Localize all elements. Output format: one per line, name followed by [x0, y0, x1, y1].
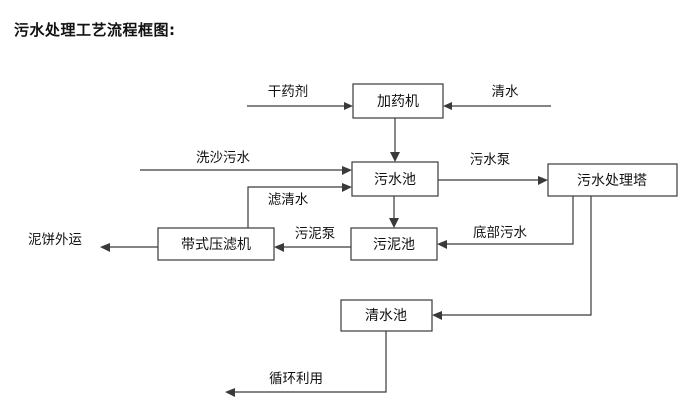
- node-belt-filter-press-label: 带式压滤机: [181, 237, 251, 253]
- edge-dry-agent-to-dosing-machine: [247, 102, 353, 110]
- node-dosing-machine-label: 加药机: [377, 94, 419, 110]
- edge-label-sand-wash-sewage: 洗沙污水: [196, 150, 250, 166]
- edge-sludge-pool-to-belt-filter: [274, 243, 351, 252]
- edge-treatment-tower-to-clear-water-pool: [432, 196, 592, 320]
- node-belt-filter-press[interactable]: 带式压滤机: [157, 227, 275, 261]
- node-clear-water-pool-label: 清水池: [365, 308, 407, 324]
- edge-sewage-pool-to-sludge-pool: [389, 196, 399, 228]
- edge-belt-filter-to-mud-cake-out: [100, 243, 158, 252]
- node-treatment-tower-label: 污水处理塔: [577, 173, 647, 189]
- edge-sewage-pool-to-treatment-tower: [438, 176, 548, 185]
- node-sewage-pool[interactable]: 污水池: [351, 161, 439, 197]
- edge-dosing-machine-to-sewage-pool: [390, 118, 400, 162]
- edge-label-mud-cake-out: 泥饼外运: [28, 232, 82, 248]
- page-title: 污水处理工艺流程框图:: [14, 21, 176, 39]
- node-treatment-tower[interactable]: 污水处理塔: [547, 163, 678, 197]
- node-clear-water-pool[interactable]: 清水池: [340, 299, 433, 332]
- edge-label-sewage-pump: 污水泵: [470, 152, 511, 168]
- edge-sand-wash-sewage-to-sewage-pool: [140, 166, 352, 175]
- edge-label-clean-water: 清水: [492, 84, 520, 100]
- edge-label-dry-agent: 干药剂: [268, 84, 309, 100]
- node-sludge-pool-label: 污泥池: [373, 237, 415, 253]
- node-dosing-machine[interactable]: 加药机: [352, 83, 444, 119]
- edge-label-sludge-pump: 污泥泵: [295, 226, 336, 242]
- edge-bottom-sewage-to-sludge-pool: [437, 196, 574, 249]
- edge-clear-water-pool-to-recycle: [225, 331, 387, 397]
- edge-filtered-water-to-sewage-pool: [247, 183, 352, 228]
- node-sludge-pool[interactable]: 污泥池: [350, 227, 438, 261]
- edge-label-recycle-reuse: 循环利用: [269, 371, 323, 387]
- node-sewage-pool-label: 污水池: [374, 172, 416, 188]
- edge-label-bottom-sewage: 底部污水: [473, 225, 527, 241]
- edge-clean-water-to-dosing-machine: [443, 102, 551, 110]
- edge-label-filtered-water: 滤清水: [268, 192, 309, 208]
